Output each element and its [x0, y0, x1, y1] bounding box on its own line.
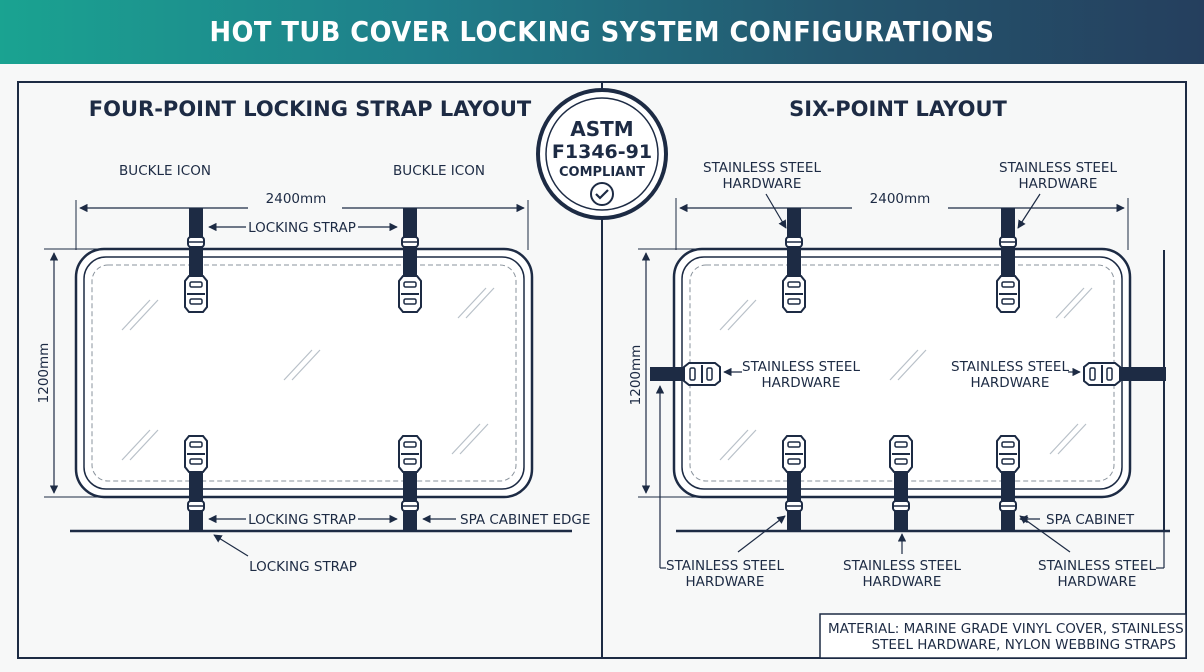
hardware-label: STAINLESS STEEL — [1038, 558, 1156, 574]
material-note-line2: STEEL HARDWARE, NYLON WEBBING STRAPS — [872, 637, 1176, 653]
width-dimension: 2400mm — [266, 191, 327, 207]
buckle-icon-label: BUCKLE ICON — [393, 163, 485, 179]
locking-strap-label: LOCKING STRAP — [248, 512, 356, 528]
strap-side-right — [1116, 367, 1166, 381]
four-point-panel: FOUR-POINT LOCKING STRAP LAYOUT 2400mm 1… — [36, 97, 590, 575]
seal-line2: F1346-91 — [552, 141, 652, 163]
locking-strap-label: LOCKING STRAP — [248, 220, 356, 236]
cabinet-label: SPA CABINET — [1046, 512, 1135, 528]
seal-line1: ASTM — [570, 117, 633, 141]
four-point-heading: FOUR-POINT LOCKING STRAP LAYOUT — [89, 97, 532, 121]
six-point-panel: SIX-POINT LAYOUT 2400mm 1200mm — [628, 97, 1170, 590]
material-note: MATERIAL: MARINE GRADE VINYL COVER, STAI… — [819, 613, 1187, 659]
buckle-icon — [184, 435, 208, 473]
height-dimension: 1200mm — [36, 343, 52, 404]
hardware-label: HARDWARE — [762, 375, 841, 391]
six-point-heading: SIX-POINT LAYOUT — [789, 97, 1007, 121]
strap-side-left — [650, 367, 690, 381]
hardware-label: HARDWARE — [1019, 176, 1098, 192]
hardware-label: STAINLESS STEEL — [843, 558, 961, 574]
check-icon — [590, 182, 614, 206]
buckle-icon — [184, 275, 208, 313]
hardware-label: HARDWARE — [686, 574, 765, 590]
buckle-icon — [398, 435, 422, 473]
material-note-line1: MATERIAL: MARINE GRADE VINYL COVER, STAI… — [828, 621, 1184, 637]
hardware-label: HARDWARE — [1058, 574, 1137, 590]
buckle-icon — [398, 275, 422, 313]
astm-seal: ASTM F1346-91 COMPLIANT — [536, 88, 668, 220]
hardware-label: STAINLESS STEEL — [999, 160, 1117, 176]
tub-cover — [74, 247, 534, 499]
hardware-label: STAINLESS STEEL — [666, 558, 784, 574]
hardware-label: HARDWARE — [863, 574, 942, 590]
title-bar — [0, 0, 1204, 64]
hardware-label: STAINLESS STEEL — [742, 359, 860, 375]
hardware-label: STAINLESS STEEL — [703, 160, 821, 176]
hardware-label: STAINLESS STEEL — [951, 359, 1069, 375]
width-dimension: 2400mm — [870, 191, 931, 207]
hardware-label: HARDWARE — [723, 176, 802, 192]
locking-strap-label: LOCKING STRAP — [249, 559, 357, 575]
hardware-label: HARDWARE — [971, 375, 1050, 391]
page-title: HOT TUB COVER LOCKING SYSTEM CONFIGURATI… — [209, 15, 995, 48]
cabinet-edge-label: SPA CABINET EDGE — [460, 512, 590, 528]
height-dimension: 1200mm — [628, 345, 644, 406]
buckle-icon-label: BUCKLE ICON — [119, 163, 211, 179]
seal-line3: COMPLIANT — [559, 165, 645, 180]
